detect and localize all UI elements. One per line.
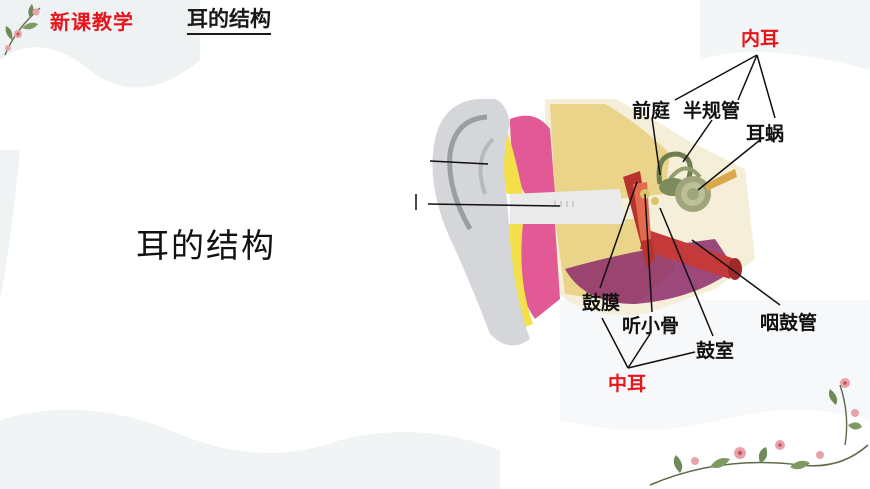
- label-cochlea: 耳蜗: [746, 123, 785, 145]
- label-vestibule: 前庭: [632, 100, 671, 122]
- label-eardrum: 鼓膜: [582, 292, 621, 314]
- section-title: 耳的结构: [187, 6, 271, 35]
- label-semicircular-canals: 半规管: [683, 100, 741, 122]
- page-title: 耳的结构: [136, 226, 276, 265]
- floral-corner-top-left-icon: [4, 4, 41, 56]
- floral-corner-bottom-right-icon: [649, 378, 869, 486]
- label-tympanic-cavity: 鼓室: [696, 340, 735, 362]
- label-ossicles: 听小骨: [622, 315, 680, 337]
- label-inner-ear: 内耳: [741, 28, 780, 50]
- section-tag: 新课教学: [50, 10, 134, 34]
- label-eustachian-tube: 咽鼓管: [760, 312, 818, 334]
- label-middle-ear: 中耳: [608, 373, 647, 395]
